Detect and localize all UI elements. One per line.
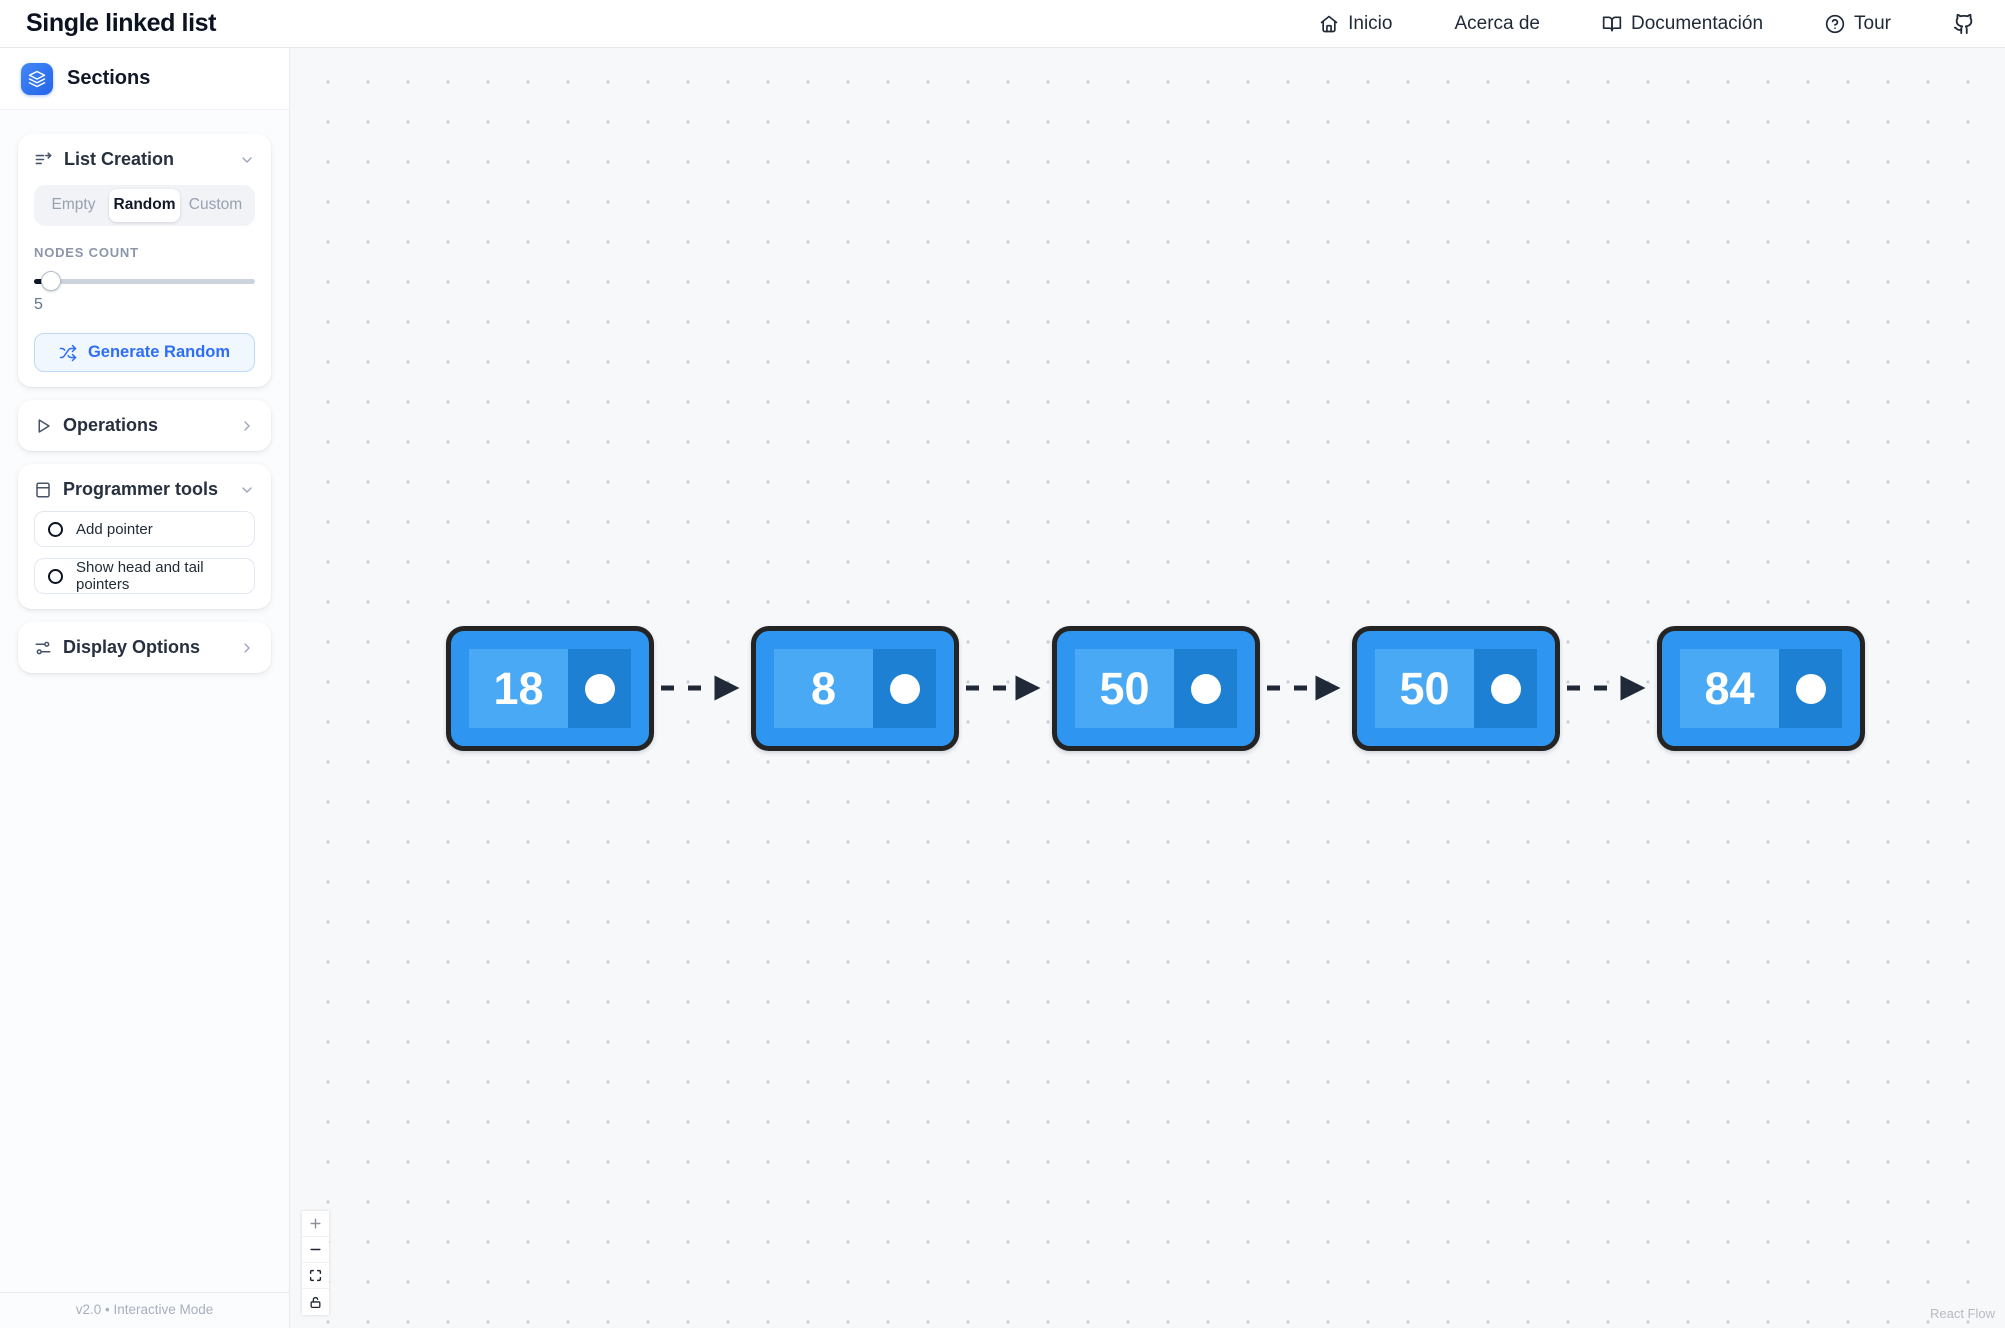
pointer-dot bbox=[1190, 673, 1221, 704]
list-creation-icon bbox=[34, 150, 53, 169]
fit-view-icon bbox=[309, 1269, 322, 1282]
node-inner: 50 bbox=[1375, 649, 1537, 728]
list-node[interactable]: 50 bbox=[1052, 626, 1260, 751]
pointer-dot bbox=[1490, 673, 1521, 704]
programmer-tools-header[interactable]: Programmer tools bbox=[34, 479, 255, 500]
node-pointer-cell bbox=[873, 649, 936, 728]
nav-item-label: Inicio bbox=[1348, 12, 1393, 34]
sidebar-footer: v2.0 • Interactive Mode bbox=[0, 1292, 289, 1328]
list-creation-card: List Creation Empty Random Custom NODES … bbox=[18, 134, 271, 387]
tab-random[interactable]: Random bbox=[109, 189, 180, 222]
operations-card: Operations bbox=[18, 400, 271, 451]
lock-button[interactable] bbox=[302, 1289, 329, 1315]
nav-item-label: Acerca de bbox=[1454, 12, 1540, 34]
list-node[interactable]: 50 bbox=[1352, 626, 1560, 751]
nodes-count-label: NODES COUNT bbox=[34, 245, 139, 260]
section-title: Display Options bbox=[63, 637, 201, 657]
sidebar-content: List Creation Empty Random Custom NODES … bbox=[0, 110, 289, 1292]
node-inner: 18 bbox=[469, 649, 631, 728]
nav-items: Inicio Acerca de Documentación Tour bbox=[1319, 13, 1979, 35]
layers-icon bbox=[21, 62, 53, 95]
nav-item-documentacion[interactable]: Documentación bbox=[1602, 13, 1763, 35]
node-pointer-cell bbox=[1174, 649, 1237, 728]
nav-item-tour[interactable]: Tour bbox=[1825, 13, 1891, 35]
shuffle-icon bbox=[59, 344, 77, 362]
tab-custom[interactable]: Custom bbox=[188, 196, 243, 213]
node-value: 50 bbox=[1375, 649, 1474, 728]
list-node[interactable]: 8 bbox=[751, 626, 959, 751]
option-label: Show head and tail pointers bbox=[76, 559, 204, 593]
section-title: Programmer tools bbox=[63, 479, 219, 499]
sidebar-header: Sections bbox=[0, 48, 289, 110]
radio-icon bbox=[48, 568, 63, 584]
app-title: Single linked list bbox=[26, 9, 217, 37]
list-creation-header[interactable]: List Creation bbox=[34, 149, 255, 170]
radio-icon bbox=[48, 521, 63, 537]
add-pointer-option[interactable]: Add pointer bbox=[34, 511, 255, 547]
operations-header[interactable]: Operations bbox=[34, 415, 255, 436]
sidebar-title: Sections bbox=[67, 67, 151, 89]
github-link[interactable] bbox=[1953, 13, 1975, 35]
pointer-dot bbox=[584, 673, 615, 704]
chevron-down-icon bbox=[239, 152, 255, 168]
node-inner: 8 bbox=[774, 649, 936, 728]
sliders-icon bbox=[34, 639, 52, 657]
navbar: Single linked list Inicio Acerca de Docu… bbox=[0, 0, 2005, 48]
flow-canvas[interactable]: 18 8 50 50 84 bbox=[290, 48, 2005, 1328]
chevron-down-icon bbox=[239, 482, 255, 498]
pointer-dot bbox=[889, 673, 920, 704]
node-inner: 50 bbox=[1075, 649, 1237, 728]
github-icon bbox=[1953, 13, 1975, 35]
lock-open-icon bbox=[310, 1296, 321, 1308]
tab-empty[interactable]: Empty bbox=[51, 196, 96, 213]
canvas-controls bbox=[302, 1211, 329, 1315]
nav-item-acerca-de[interactable]: Acerca de bbox=[1454, 13, 1540, 35]
nodes-count-slider[interactable] bbox=[34, 271, 255, 291]
book-open-icon bbox=[1602, 14, 1622, 34]
play-icon bbox=[34, 417, 52, 435]
list-mode-tabs: Empty Random Custom bbox=[34, 185, 255, 226]
node-value: 84 bbox=[1680, 649, 1779, 728]
zoom-in-icon bbox=[310, 1218, 321, 1229]
display-options-header[interactable]: Display Options bbox=[34, 637, 255, 658]
home-icon bbox=[1319, 14, 1339, 34]
terminal-box-icon bbox=[34, 481, 52, 499]
display-options-card: Display Options bbox=[18, 622, 271, 673]
nav-item-label: Documentación bbox=[1631, 12, 1764, 34]
programmer-tools-card: Programmer tools Add pointer Show head a… bbox=[18, 464, 271, 609]
list-node[interactable]: 18 bbox=[446, 626, 654, 751]
fit-view-button[interactable] bbox=[302, 1263, 329, 1289]
zoom-out-icon bbox=[310, 1248, 321, 1251]
option-label: Add pointer bbox=[76, 520, 153, 538]
node-pointer-cell bbox=[1779, 649, 1842, 728]
chevron-right-icon bbox=[239, 418, 255, 434]
node-pointer-cell bbox=[568, 649, 631, 728]
node-value: 18 bbox=[469, 649, 568, 728]
node-value: 50 bbox=[1075, 649, 1174, 728]
zoom-out-button[interactable] bbox=[302, 1237, 329, 1263]
list-node[interactable]: 84 bbox=[1657, 626, 1865, 751]
pointer-dot bbox=[1795, 673, 1826, 704]
chevron-right-icon bbox=[239, 640, 255, 656]
generate-random-label: Generate Random bbox=[87, 343, 231, 361]
show-head-tail-pointers-option[interactable]: Show head and tail pointers bbox=[34, 558, 255, 594]
section-title: List Creation bbox=[64, 149, 175, 169]
help-circle-icon bbox=[1825, 14, 1845, 34]
slider-track bbox=[34, 279, 255, 284]
nodes-count-value: 5 bbox=[34, 296, 43, 313]
node-pointer-cell bbox=[1474, 649, 1537, 728]
sidebar: Sections List Creation Empty Random Cust… bbox=[0, 48, 290, 1328]
nav-item-inicio[interactable]: Inicio bbox=[1319, 13, 1392, 35]
reactflow-attribution: React Flow bbox=[1929, 1306, 1995, 1321]
node-inner: 84 bbox=[1680, 649, 1842, 728]
zoom-in-button[interactable] bbox=[302, 1211, 329, 1237]
generate-random-button[interactable]: Generate Random bbox=[34, 333, 255, 372]
node-value: 8 bbox=[774, 649, 873, 728]
slider-thumb[interactable] bbox=[41, 271, 61, 291]
nav-item-label: Tour bbox=[1854, 12, 1891, 34]
section-title: Operations bbox=[63, 415, 159, 435]
